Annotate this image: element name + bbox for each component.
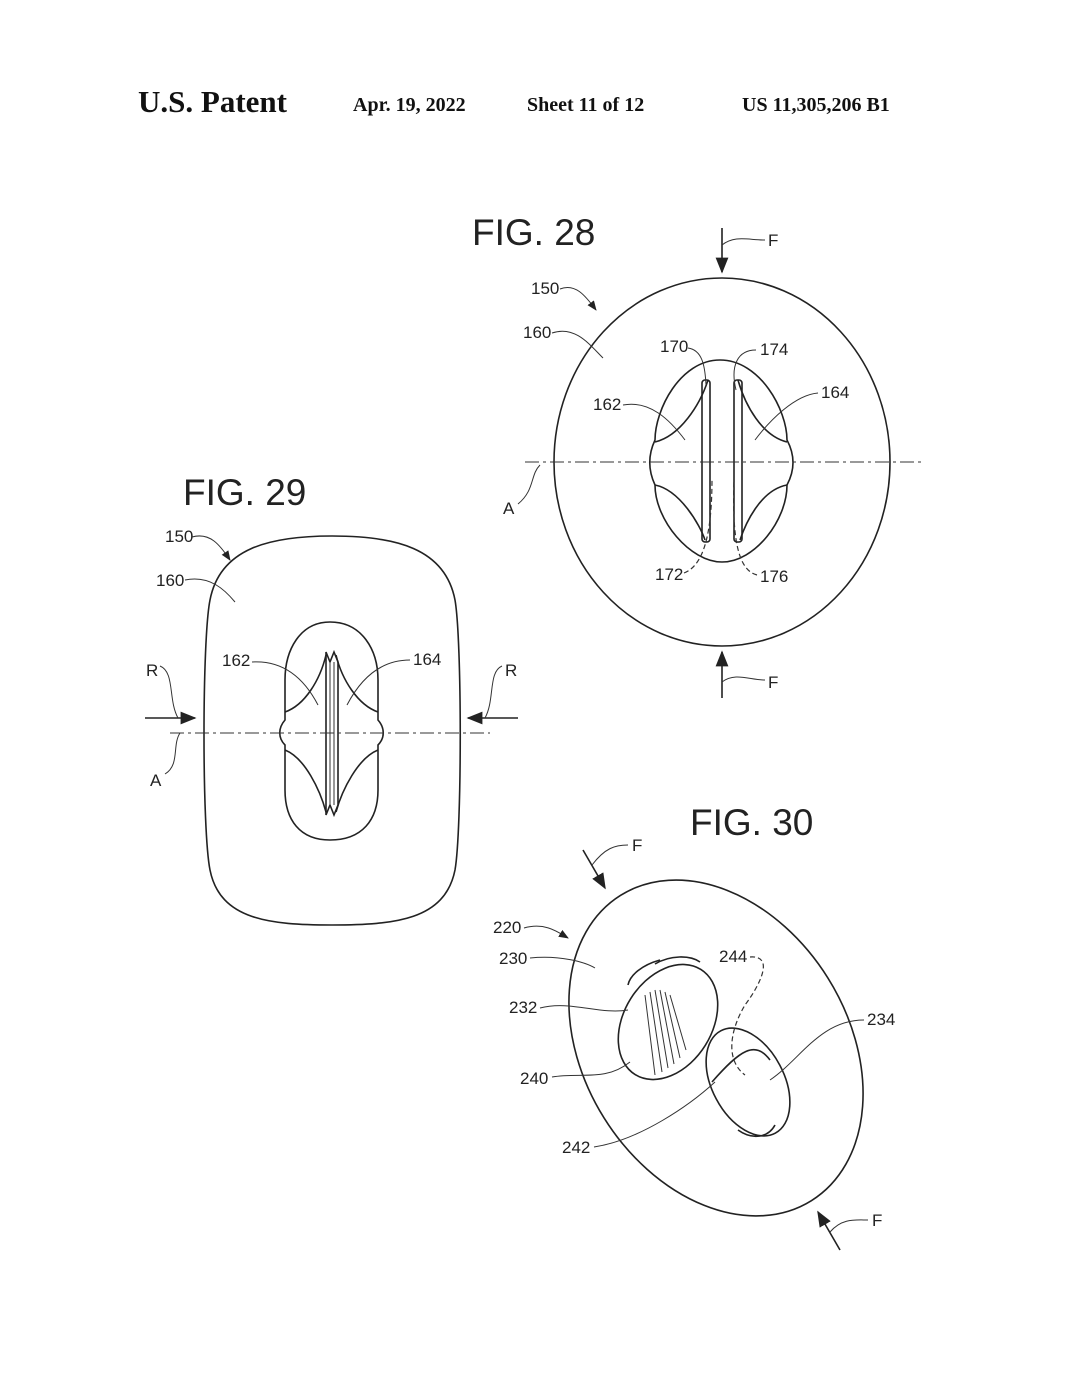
fig30-label-240: 240 [520,1069,548,1088]
fig29-leader-150 [191,535,231,561]
fig30-label-242: 242 [562,1138,590,1157]
fig30-leader-240 [551,1061,631,1078]
fig30-title: FIG. 30 [690,802,813,843]
fig30-leader-242 [593,1081,716,1148]
fig30-label-230: 230 [499,949,527,968]
fig28-label-a: A [503,499,515,518]
fig28-leader-170 [687,347,707,386]
fig30-leader-f-top [591,844,629,866]
fig28-slit-left [701,379,711,543]
fig30-leaflet-240 [617,963,719,1081]
fig28-label-160: 160 [523,323,551,342]
fig28-leader-f-top [721,238,766,246]
fig30-label-244: 244 [719,947,747,966]
fig30-label-234: 234 [867,1010,895,1029]
fig28-label-172: 172 [655,565,683,584]
fig28-label-f-bottom: F [768,673,778,692]
fig30-label-f-top: F [632,836,642,855]
fig28-label-f-top: F [768,231,778,250]
fig29-label-150: 150 [165,527,193,546]
fig29-label-162: 162 [222,651,250,670]
fig28-leader-160 [551,330,604,359]
fig28-leader-164 [754,392,819,441]
fig28-leader-174 [733,349,757,391]
fig29-label-164: 164 [413,650,441,669]
fig29-label-r-left: R [146,661,158,680]
fig30-force-arrow-bottom [817,1210,841,1251]
fig29-label-160: 160 [156,571,184,590]
fig28-label-162: 162 [593,395,621,414]
fig28-leader-150 [559,287,597,311]
fig30-label-f-bottom: F [872,1211,882,1230]
fig30-leaflet-rim-242 [711,1049,776,1138]
fig29-leader-160 [184,578,236,603]
fig29-leader-164 [346,659,411,706]
patent-header-title: U.S. Patent [138,84,287,119]
fig28-label-170: 170 [660,337,688,356]
fig29-leader-162 [251,661,319,706]
fig30-leaflet-rim-232 [627,956,701,986]
fig30-label-232: 232 [509,998,537,1017]
fig29-leader-r-right [484,665,503,719]
fig29-label-r-right: R [505,661,517,680]
fig28-label-164: 164 [821,383,849,402]
fig29-leader-r-left [159,665,179,719]
fig28-label-150: 150 [531,279,559,298]
fig30-leaflet-234 [705,1027,791,1137]
patent-date: Apr. 19, 2022 [353,94,466,116]
sheet-number: Sheet 11 of 12 [527,94,645,116]
fig28-leader-162 [622,403,686,441]
fig28-leaflet-162 [654,379,709,541]
fig30-leader-f-bottom [829,1219,869,1233]
fig30-label-220: 220 [493,918,521,937]
fig30-leader-232 [539,1005,629,1012]
fig29-label-a: A [150,771,162,790]
patent-number: US 11,305,206 B1 [742,94,890,116]
fig30-outer-body [568,879,864,1217]
fig30-leader-230 [529,956,596,969]
fig28-slit-right [733,379,743,543]
fig29-leaflet-162 [284,654,327,813]
fig28-leader-f-bottom [721,676,766,683]
fig28-label-174: 174 [760,340,788,359]
fig30-hatching [644,989,687,1076]
fig30-leader-234 [769,1019,865,1081]
fig29-inner-opening [278,621,385,841]
fig28-title: FIG. 28 [472,212,595,253]
fig29-slit [325,649,339,818]
fig28-label-176: 176 [760,567,788,586]
fig30-force-arrow-top [582,849,606,890]
fig29-outer-body [203,535,462,926]
fig29-leader-a [164,732,181,775]
fig29-title: FIG. 29 [183,472,306,513]
fig28-leader-a [517,464,541,505]
figure-28: FIG. 28 F F 150 160 170 174 162 164 [472,212,922,698]
figure-30: FIG. 30 F F 220 230 244 232 [493,802,895,1251]
fig30-leader-220 [523,925,569,939]
fig28-inner-opening [648,359,794,563]
figure-29: FIG. 29 R R 150 160 162 164 A [145,472,518,926]
